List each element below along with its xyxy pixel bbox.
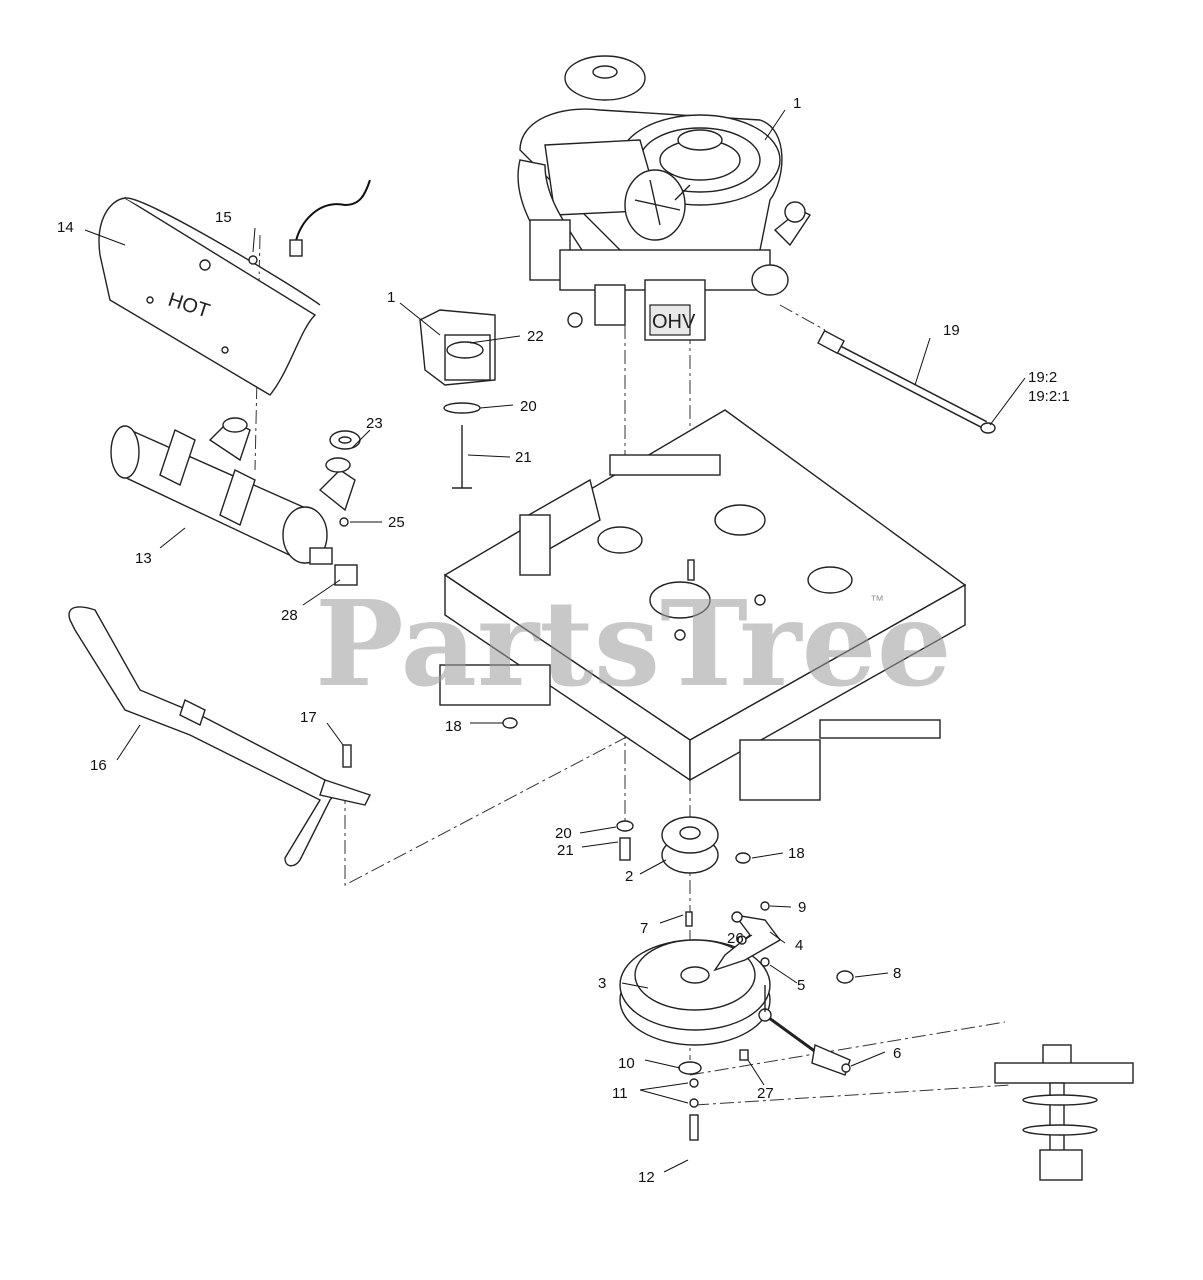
callout-8: 8 [893,965,901,982]
dipstick-tube [817,329,996,434]
callout-13: 13 [135,550,152,567]
callout-2: 2 [625,868,633,885]
muffler [110,417,358,586]
heat-shield: HOT [98,197,321,396]
callout-5: 5 [797,977,805,994]
callout-1-engine: 1 [793,95,801,112]
callout-4: 4 [795,937,803,954]
callout-28: 28 [281,607,298,624]
callout-17: 17 [300,709,317,726]
crankshaft-detail [419,309,496,489]
watermark-text: PartsTree [315,574,952,713]
callout-10: 10 [618,1055,635,1072]
callout-18-upper: 18 [445,718,462,735]
pto-clutch [619,911,782,1046]
callout-11: 11 [612,1085,628,1102]
callout-20-detail: 20 [520,398,537,415]
callout-9: 9 [798,899,806,916]
callout-22: 22 [527,328,544,345]
watermark: PartsTree ™ [315,574,952,713]
engine-pulley [661,816,719,874]
valve-cover-stamp: OHV [652,311,696,333]
callout-21-lower: 21 [557,842,574,859]
callout-7: 7 [640,920,648,937]
spindle-detail [994,1044,1134,1181]
callout-27: 27 [757,1085,774,1102]
callout-20-lower: 20 [555,825,572,842]
callout-19-2: 19:2 [1028,369,1057,386]
callout-23: 23 [366,415,383,432]
callout-19-2-1: 19:2:1 [1028,388,1070,405]
callout-15: 15 [215,209,232,226]
callout-16: 16 [90,757,107,774]
callout-26: 26 [727,930,744,947]
exhaust-pipe [68,606,371,867]
callout-14: 14 [57,219,74,236]
engine: OHV [517,55,812,341]
callout-labels: 1 1 2 3 4 5 6 7 8 9 10 11 12 13 14 15 16… [57,95,1070,1186]
tension-rod [758,985,851,1076]
callout-1-detail: 1 [387,289,395,306]
leader-lines [84,109,1026,1173]
callout-25: 25 [388,514,405,531]
callout-19: 19 [943,322,960,339]
chassis-frame [439,409,967,801]
exhaust-gasket [329,430,361,450]
callout-21-detail: 21 [515,449,532,466]
o2-sensor [248,179,371,265]
callout-3: 3 [598,975,606,992]
callout-6: 6 [893,1045,901,1062]
callout-12: 12 [638,1169,655,1186]
watermark-tm: ™ [870,592,884,608]
callout-18-lower: 18 [788,845,805,862]
